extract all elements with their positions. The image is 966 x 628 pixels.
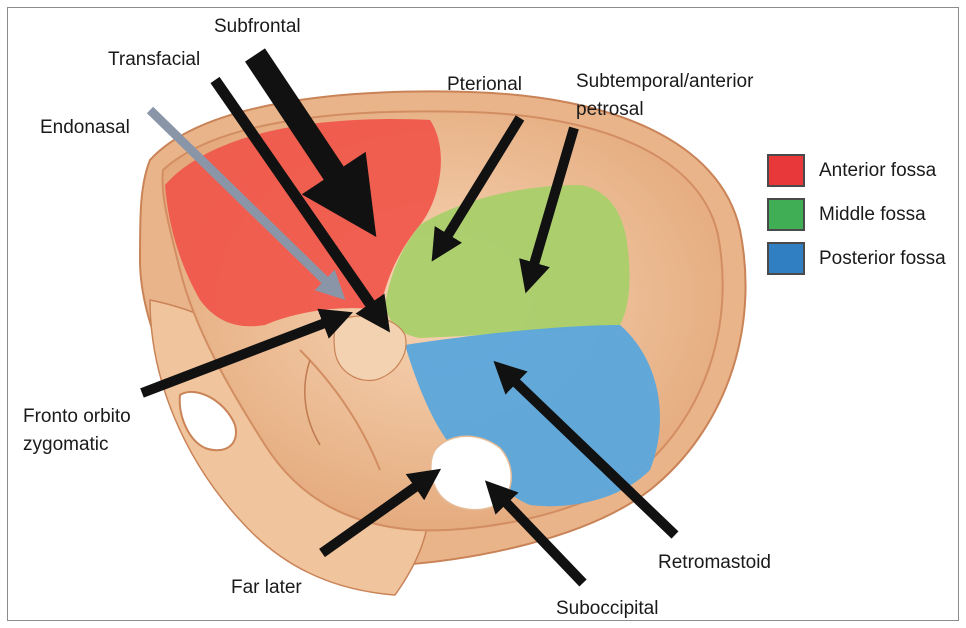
legend-label-anterior: Anterior fossa — [819, 160, 936, 182]
label-pterional: Pterional — [447, 73, 522, 97]
label-subtemporal-line2: petrosal — [576, 98, 644, 122]
label-endonasal: Endonasal — [40, 116, 130, 140]
label-retromastoid: Retromastoid — [658, 551, 771, 575]
legend-label-posterior: Posterior fossa — [819, 248, 946, 270]
label-far-later: Far later — [231, 576, 302, 600]
legend-item-posterior-fossa: Posterior fossa — [767, 242, 946, 275]
legend-swatch-middle — [767, 198, 805, 231]
label-fronto-line1: Fronto orbito — [23, 405, 131, 429]
legend-label-middle: Middle fossa — [819, 204, 926, 226]
label-subtemporal-line1: Subtemporal/anterior — [576, 70, 753, 94]
legend-item-middle-fossa: Middle fossa — [767, 198, 926, 231]
label-suboccipital: Suboccipital — [556, 597, 658, 621]
legend-swatch-posterior — [767, 242, 805, 275]
legend-item-anterior-fossa: Anterior fossa — [767, 154, 936, 187]
label-fronto-line2: zygomatic — [23, 433, 109, 457]
label-subfrontal: Subfrontal — [214, 15, 301, 39]
label-transfacial: Transfacial — [108, 48, 200, 72]
legend-swatch-anterior — [767, 154, 805, 187]
